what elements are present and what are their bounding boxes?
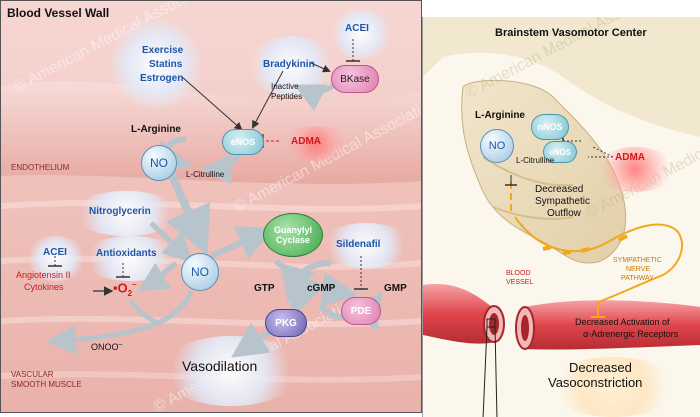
sympathetic-label-line3: PATHWAY	[621, 275, 654, 282]
enos-label: eNOS	[230, 137, 256, 147]
sildenafil-glow	[321, 223, 411, 268]
gmp-label: GMP	[384, 283, 407, 294]
acei-left-label: ACEI	[43, 247, 67, 258]
pkg-label: PKG	[275, 317, 297, 329]
decreased-outflow-line3: Outflow	[547, 208, 581, 219]
bkase-node: BKase	[331, 65, 379, 93]
gtp-label: GTP	[254, 283, 275, 294]
no-node-mid-label: NO	[191, 265, 209, 279]
decreased-outflow-line2: Sympathetic	[535, 196, 591, 207]
angiotensin-label: Angiotensin II	[16, 270, 71, 280]
sildenafil-label: Sildenafil	[336, 239, 381, 250]
acei-left-glow	[26, 236, 86, 281]
cgmp-label: cGMP	[307, 283, 336, 294]
peptides-label: Peptides	[271, 92, 303, 101]
onoo-label: ONOO–	[91, 341, 122, 353]
sympathetic-label-line1: SYMPATHETIC	[613, 257, 662, 264]
antioxidants-label: Antioxidants	[96, 248, 157, 259]
pde-label: PDE	[350, 305, 372, 317]
statins-label: Statins	[149, 59, 183, 70]
acei-top-glow	[331, 9, 391, 59]
vasoconstriction-glow	[548, 357, 678, 417]
superoxide-superscript: –	[132, 280, 137, 289]
sympathetic-label-line2: NERVE	[626, 266, 650, 273]
adma-right-glow	[595, 147, 675, 192]
smooth-muscle-label: SMOOTH MUSCLE	[11, 380, 82, 389]
endothelium-label: ENDOTHELIUM	[11, 163, 70, 172]
onoo-text: ONOO	[91, 342, 119, 352]
blood-vessel-label-line2: VESSEL	[506, 279, 534, 286]
exercise-glow	[111, 19, 201, 109]
right-panel: © American Medical Association © America…	[422, 17, 700, 417]
right-no-node: NO	[480, 129, 514, 163]
adma-glow	[281, 126, 351, 161]
superoxide-text: •O	[113, 280, 128, 296]
l-citrulline-label: L-Citrulline	[186, 170, 225, 179]
pde-node: PDE	[341, 297, 381, 325]
cyclase-label: Cyclase	[275, 235, 311, 245]
right-enos-label: eNOS	[549, 147, 571, 157]
vascular-label: VASCULAR	[11, 370, 54, 379]
cytokines-label: Cytokines	[24, 282, 64, 292]
estrogen-label: Estrogen	[140, 73, 184, 84]
right-l-arginine-label: L-Arginine	[475, 110, 525, 121]
right-no-node-label: NO	[488, 140, 506, 152]
vasodilation-glow	[161, 336, 301, 406]
left-panel-title: Blood Vessel Wall	[7, 6, 110, 20]
vasodilation-label: Vasodilation	[182, 358, 258, 374]
right-enos-node: eNOS	[543, 141, 577, 163]
right-panel-title: Brainstem Vasomotor Center	[495, 27, 647, 39]
blood-vessel-label-line1: BLOOD	[506, 270, 531, 277]
no-node-mid: NO	[181, 253, 219, 291]
left-panel-arrows	[46, 39, 383, 358]
decreased-outflow-line1: Decreased	[535, 184, 584, 195]
vasoconstriction-label-line1: Decreased	[569, 360, 632, 375]
nitroglycerin-glow	[71, 191, 181, 236]
no-node-top: NO	[141, 145, 177, 181]
bradykinin-label: Bradykinin	[263, 59, 315, 70]
nitroglycerin-label: Nitroglycerin	[89, 206, 151, 217]
inactive-label: Inactive	[271, 82, 299, 91]
superoxide-subscript: 2	[127, 288, 133, 298]
activation-label-line2: α-Adrenergic Receptors	[583, 329, 679, 339]
bkase-label: BKase	[340, 73, 370, 85]
acei-top-label: ACEI	[345, 23, 369, 34]
enos-node: eNOS	[222, 129, 264, 155]
pkg-node: PKG	[265, 309, 307, 337]
guanylyl-cyclase-node: Guanylyl Cyclase	[263, 213, 323, 257]
adma-left-label: ADMA	[291, 136, 321, 147]
no-node-top-label: NO	[150, 156, 168, 170]
l-arginine-label: L-Arginine	[131, 124, 181, 135]
superoxide-label: •O2–	[113, 280, 137, 299]
vasoconstriction-label-line2: Vasoconstriction	[548, 375, 643, 390]
guanylyl-label: Guanylyl	[273, 225, 312, 235]
right-l-citrulline-label: L-Citrulline	[516, 156, 555, 165]
exercise-label: Exercise	[142, 45, 184, 56]
activation-label-line1: Decreased Activation of	[575, 317, 670, 327]
right-panel-art	[423, 17, 700, 417]
onoo-superscript: –	[118, 341, 123, 348]
nnos-label: nNOS	[537, 122, 563, 132]
nnos-node: nNOS	[531, 114, 569, 140]
left-panel: © American Medical Association © America…	[0, 0, 422, 413]
right-adma-label: ADMA	[615, 152, 645, 163]
